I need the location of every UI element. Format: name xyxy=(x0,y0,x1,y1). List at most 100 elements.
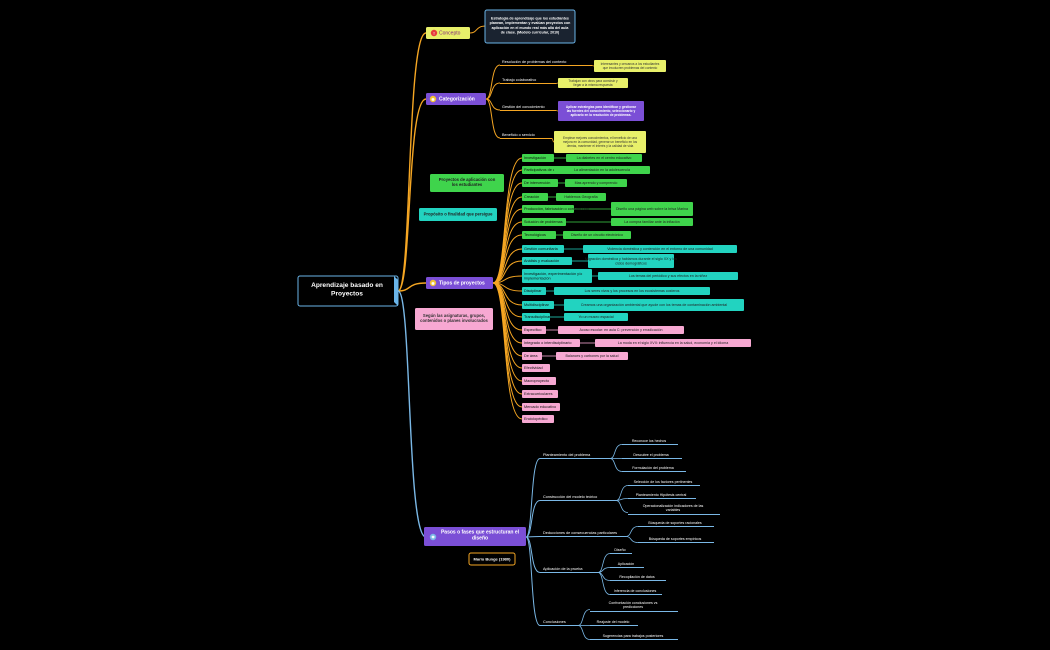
pasos-child-link-4-2 xyxy=(577,625,591,640)
agrupacion-example-1[interactable] xyxy=(564,299,744,311)
tipos-icon xyxy=(429,279,437,287)
agrupacion-example-text-5: Balances y carbones por la salud xyxy=(566,354,619,358)
tipo-example-1[interactable] xyxy=(554,166,650,174)
categorizacion-item-2: Gestión del conocimiento xyxy=(502,105,545,109)
categorizacion-note-0[interactable] xyxy=(594,60,666,72)
tipo-example-8[interactable] xyxy=(588,254,674,268)
tipo-item-5[interactable] xyxy=(522,218,566,226)
categorizacion-icon xyxy=(429,95,437,103)
agrupacion-example-text-3: Acoso escolar: en aula C: prevención y e… xyxy=(580,328,663,332)
categorizacion-item-0: Resolución de problemas del contexto xyxy=(502,60,566,64)
agrupacion-link-10 xyxy=(492,282,523,420)
tipo-example-text-6: Diseño de un circuito electrónico xyxy=(571,233,623,237)
categorizacion-link-1 xyxy=(485,82,501,100)
agrupacion-item-text-1: Multidisciplinar xyxy=(524,303,550,307)
tipos-node[interactable] xyxy=(426,277,493,289)
pasos-child-3-1: Aplicación xyxy=(618,562,634,566)
pasos-child-0-1: Descubre el problema xyxy=(633,453,668,457)
tipo-item-text-5: Solución de problemas xyxy=(524,220,563,224)
tipo-example-5[interactable] xyxy=(611,218,693,226)
tipo-example-9[interactable] xyxy=(598,272,738,280)
tipo-example-text-3: Hablemos Geografía xyxy=(564,195,597,199)
agrupacion-item-2[interactable] xyxy=(522,313,550,321)
tipo-item-8[interactable] xyxy=(522,257,572,265)
categorizacion-note-3[interactable] xyxy=(554,131,646,153)
proposito-label: Propósito o finalidad que persigue xyxy=(424,212,494,217)
agrupacion-example-3[interactable] xyxy=(558,326,684,334)
categorizacion-label: Categorización xyxy=(439,97,475,103)
agrupacion-item-8[interactable] xyxy=(522,390,558,398)
agrupacion-item-3[interactable] xyxy=(522,326,546,334)
pasos-link-1 xyxy=(525,500,541,538)
author-label: Mario Bunge (1980) xyxy=(474,557,512,562)
categorizacion-node[interactable] xyxy=(426,93,486,105)
branch-categorizacion xyxy=(397,98,427,292)
author-node[interactable] xyxy=(468,552,516,566)
tipo-item-text-3: Creación xyxy=(524,195,539,199)
tipo-item-1[interactable] xyxy=(522,166,564,174)
agrupacion-item-4[interactable] xyxy=(522,339,580,347)
tipo-example-3[interactable] xyxy=(556,193,606,201)
concepto-alert-icon-glyph: ! xyxy=(433,30,434,35)
pasos-child-link-3-0 xyxy=(597,553,611,573)
branch-concepto xyxy=(397,32,427,292)
agrupacion-item-6[interactable] xyxy=(522,364,550,372)
categorizacion-note-1[interactable] xyxy=(558,78,628,88)
categorizacion-note-2[interactable] xyxy=(558,101,644,121)
agrupacion-example-2[interactable] xyxy=(564,313,628,321)
tipo-example-6[interactable] xyxy=(563,231,631,239)
pasos-child-link-2-0 xyxy=(625,526,639,537)
categorizacion-note-text-0: Interesantes y cercanos a los estudiante… xyxy=(601,62,660,70)
tipo-item-4[interactable] xyxy=(522,205,574,213)
tipo-example-text-0: La diabetes en el centro educativo xyxy=(577,156,632,160)
agrupacion-node[interactable] xyxy=(415,308,493,330)
agrupacion-example-text-0: Los seres vivos y los procesos en los ec… xyxy=(585,289,680,293)
tipo-example-2[interactable] xyxy=(565,179,627,187)
agrupacion-item-10[interactable] xyxy=(522,415,554,423)
aplicacion-node[interactable] xyxy=(430,174,504,192)
pasos-child-1-0: Selección de los factores pertinentes xyxy=(634,480,693,484)
pasos-link-0 xyxy=(525,458,541,538)
pasos-child-0-0: Reconoce los hechos xyxy=(632,439,667,443)
agrupacion-label: Según las asignaturas, grupos,contenidos… xyxy=(420,313,488,323)
tipo-item-0[interactable] xyxy=(522,154,554,162)
tipo-item-3[interactable] xyxy=(522,193,548,201)
agrupacion-example-0[interactable] xyxy=(554,287,710,295)
tipo-item-9[interactable] xyxy=(522,269,592,283)
proposito-node[interactable] xyxy=(419,208,497,221)
tipo-example-0[interactable] xyxy=(566,154,642,162)
agrupacion-example-4[interactable] xyxy=(595,339,751,347)
tipo-item-6[interactable] xyxy=(522,231,556,239)
agrupacion-example-5[interactable] xyxy=(556,352,628,360)
agrupacion-item-text-4: Integrado o interdisciplinario xyxy=(524,341,572,345)
connector-line xyxy=(555,82,559,84)
pasos-child-4-1: Reajuste del modelo xyxy=(597,620,630,624)
tipo-item-2[interactable] xyxy=(522,179,558,187)
tipo-example-4[interactable] xyxy=(611,202,693,216)
concepto-def-link xyxy=(469,25,487,34)
pasos-link-4 xyxy=(525,536,541,626)
tipo-item-7[interactable] xyxy=(522,245,564,253)
agrupacion-item-9[interactable] xyxy=(522,403,560,411)
tipos-icon-glyph: ◉ xyxy=(431,280,435,285)
pasos-link-2 xyxy=(525,536,541,538)
agrupacion-item-7[interactable] xyxy=(522,377,556,385)
categorizacion-item-1: Trabajo colaborativo xyxy=(502,78,536,82)
agrupacion-item-1[interactable] xyxy=(522,301,554,309)
tipo-item-text-4: Producción, fabricación o construcción xyxy=(524,207,589,211)
concepto-node[interactable] xyxy=(426,27,470,39)
tipo-example-7[interactable] xyxy=(583,245,737,253)
categorizacion-icon-glyph: ◉ xyxy=(431,96,435,101)
pasos-item-3: Aplicación de la prueba xyxy=(543,567,583,571)
tipo-example-text-7: Violencia doméstica y contención en el e… xyxy=(607,247,713,251)
pasos-child-3-2: Recopilación de datos xyxy=(619,575,655,579)
pasos-icon-glyph: ✱ xyxy=(431,534,435,539)
pasos-node[interactable] xyxy=(424,527,526,546)
agrupacion-item-5[interactable] xyxy=(522,352,542,360)
concepto-definition-box[interactable] xyxy=(484,9,576,44)
agrupacion-item-0[interactable] xyxy=(522,287,546,295)
branch-pasos xyxy=(397,290,427,538)
